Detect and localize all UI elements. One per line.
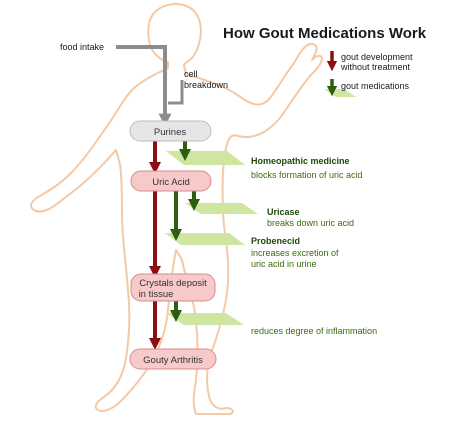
node-crystals (130, 273, 216, 302)
node-gouty-arthritis-label: Gouty Arthritis (143, 355, 203, 366)
node-gouty-arthritis (129, 348, 217, 370)
cell-breakdown-path (168, 80, 184, 105)
medication-arrows (170, 140, 200, 322)
plane-inflammation (166, 313, 244, 325)
probenecid-desc-2: uric acid in urine (251, 259, 317, 269)
inflammation-desc: reduces degree of inflammation (251, 326, 377, 336)
food-intake-label: food intake (60, 42, 104, 52)
plane-uricase (185, 203, 258, 214)
node-crystals-label-1: Crystals deposit (139, 278, 207, 289)
legend-medication-label: gout medications (341, 81, 410, 91)
legend-untreated-label-1: gout development (341, 52, 413, 62)
legend: gout development without treatment gout … (324, 51, 413, 97)
diagram-title: How Gout Medications Work (223, 25, 427, 42)
node-purines (129, 120, 212, 142)
body-outline-path (30, 3, 323, 415)
cell-breakdown-label-2: breakdown (184, 80, 228, 90)
body-outline (30, 3, 323, 415)
food-intake-path (116, 45, 172, 127)
plane-probenecid (165, 233, 245, 245)
node-uric-acid-label: Uric Acid (152, 177, 189, 188)
probenecid-name: Probenecid (251, 236, 300, 246)
probenecid-desc-1: increases excretion of (251, 248, 339, 258)
homeopathic-name: Homeopathic medicine (251, 156, 350, 166)
process-nodes: Purines Uric Acid Crystals deposit in ti… (129, 120, 217, 370)
node-uric-acid (130, 170, 212, 192)
uricase-name: Uricase (267, 207, 300, 217)
node-crystals-label-2: in tissue (139, 289, 174, 300)
uricase-desc: breaks down uric acid (267, 218, 354, 228)
medication-planes (165, 151, 258, 325)
input-paths: food intake cell breakdown (60, 42, 228, 127)
homeopathic-desc: blocks formation of uric acid (251, 170, 363, 180)
plane-homeopathic (166, 151, 245, 165)
legend-untreated-label-2: without treatment (340, 62, 411, 72)
node-purines-label: Purines (154, 127, 186, 138)
cell-breakdown-label-1: cell (184, 69, 198, 79)
medication-labels: Homeopathic medicine blocks formation of… (251, 156, 377, 336)
